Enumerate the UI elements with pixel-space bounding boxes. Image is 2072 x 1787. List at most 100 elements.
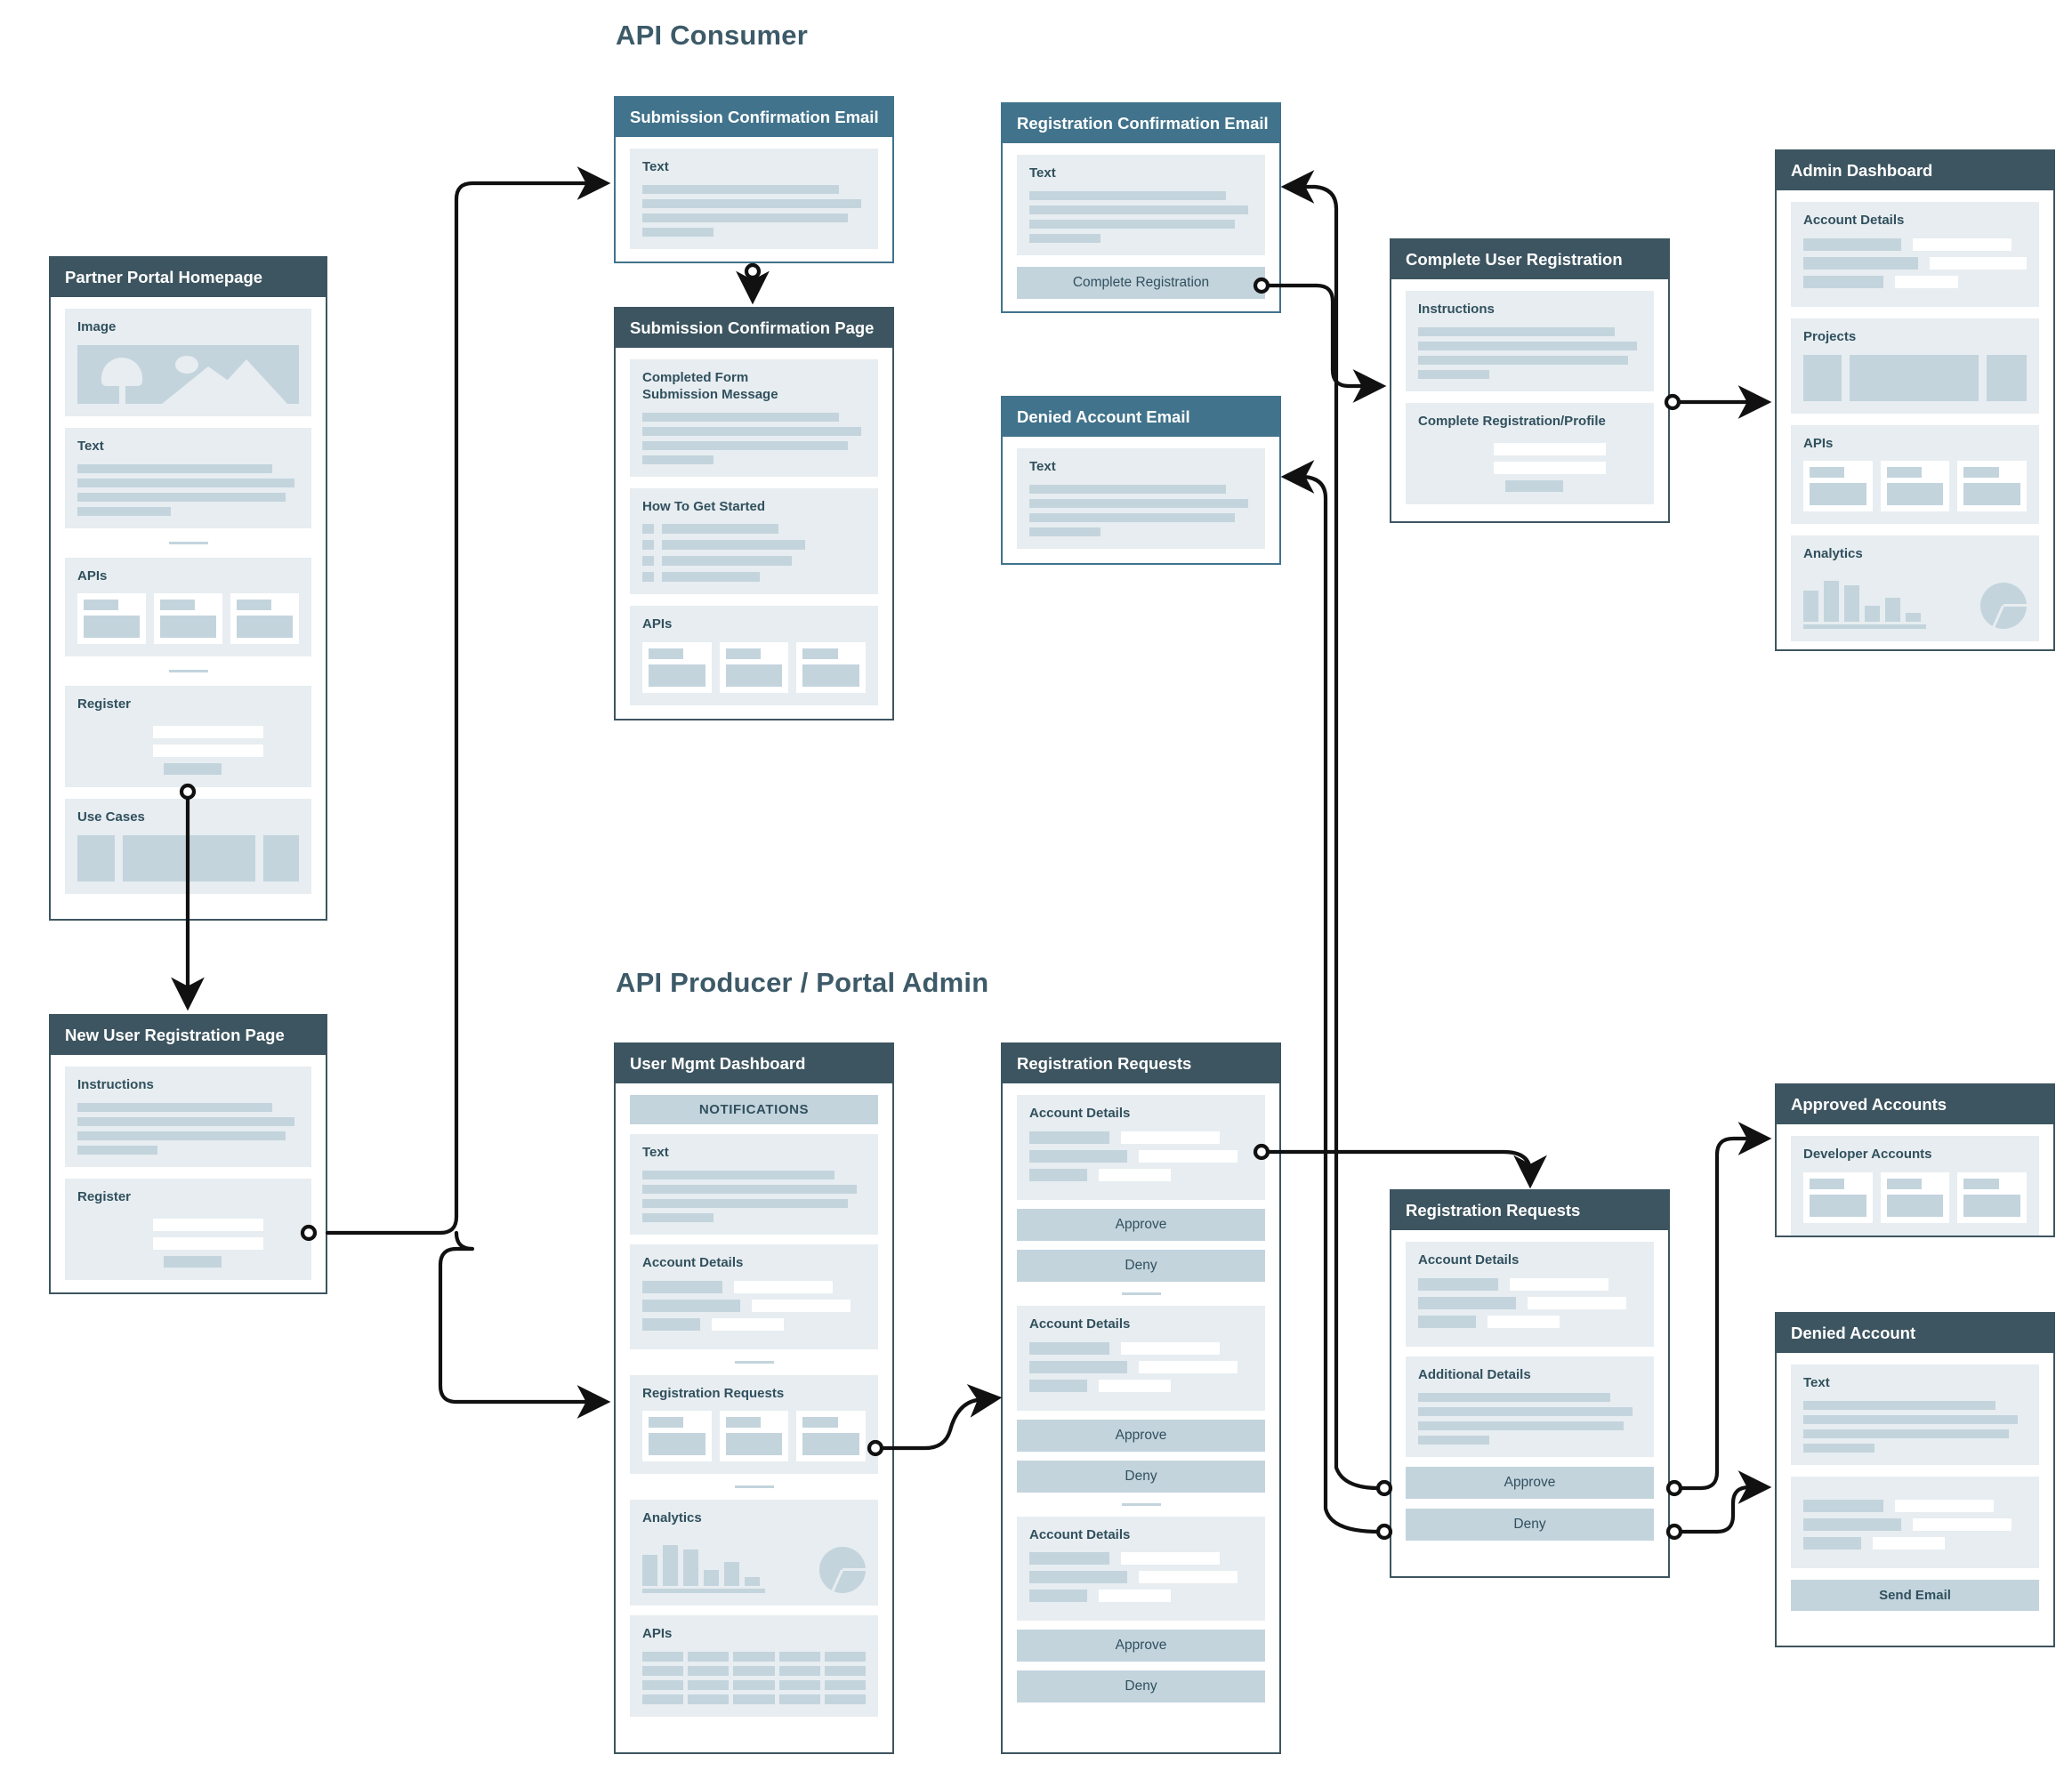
block-account-details: Account Details bbox=[1017, 1305, 1265, 1411]
register-submit-button[interactable] bbox=[164, 763, 222, 775]
text-lines bbox=[642, 1170, 866, 1222]
project-tile[interactable] bbox=[1849, 354, 1979, 401]
card-registration-requests-detail[interactable]: Registration Requests Account Details Ad… bbox=[1390, 1189, 1670, 1578]
api-tile[interactable] bbox=[1957, 461, 2028, 512]
send-email-button[interactable]: Send Email bbox=[1791, 1579, 2039, 1611]
card-approved-accounts[interactable]: Approved Accounts Developer Accounts bbox=[1775, 1083, 2055, 1237]
text-lines bbox=[77, 463, 299, 516]
developer-account-tile[interactable] bbox=[1803, 1171, 1873, 1223]
card-admin-dashboard[interactable]: Admin Dashboard Account Details Projects bbox=[1775, 149, 2055, 651]
step-list bbox=[642, 524, 866, 583]
profile-field[interactable] bbox=[1494, 461, 1606, 474]
card-registration-requests-list[interactable]: Registration Requests Account Details Ap… bbox=[1001, 1042, 1281, 1754]
card-denied-account[interactable]: Denied Account Text Send Email bbox=[1775, 1312, 2055, 1647]
text-lines bbox=[642, 412, 866, 464]
api-tile[interactable] bbox=[77, 593, 146, 645]
analytics-charts bbox=[642, 1536, 866, 1593]
card-registration-confirmation-email[interactable]: Registration Confirmation Email Text Com… bbox=[1001, 102, 1281, 313]
request-tile[interactable] bbox=[642, 1411, 712, 1462]
card-submission-confirmation-email[interactable]: Submission Confirmation Email Text bbox=[614, 96, 894, 263]
card-submission-confirmation-page[interactable]: Submission Confirmation Page Completed F… bbox=[614, 307, 894, 720]
deny-button[interactable]: Deny bbox=[1406, 1508, 1654, 1541]
api-tile[interactable] bbox=[642, 642, 712, 693]
block-registration-requests: Registration Requests bbox=[630, 1374, 878, 1475]
card-complete-user-registration[interactable]: Complete User Registration Instructions … bbox=[1390, 238, 1670, 523]
text-lines bbox=[1029, 484, 1253, 536]
approve-button[interactable]: Approve bbox=[1017, 1208, 1265, 1241]
profile-field[interactable] bbox=[1494, 442, 1606, 455]
deny-button[interactable]: Deny bbox=[1017, 1249, 1265, 1282]
block-account-fields bbox=[1791, 1476, 2039, 1568]
block-instructions: Instructions bbox=[65, 1067, 311, 1167]
block-additional-details: Additional Details bbox=[1406, 1356, 1654, 1457]
card-user-mgmt-dashboard[interactable]: User Mgmt Dashboard NOTIFICATIONS Text A… bbox=[614, 1042, 894, 1754]
port-detail-approve-right bbox=[1665, 1479, 1683, 1497]
notifications-banner[interactable]: NOTIFICATIONS bbox=[630, 1095, 878, 1124]
register-field[interactable] bbox=[152, 726, 264, 738]
profile-form[interactable] bbox=[1418, 439, 1641, 492]
project-tile[interactable] bbox=[1986, 354, 2027, 401]
divider bbox=[734, 1360, 774, 1364]
block-apis: APIs bbox=[1791, 424, 2039, 525]
api-tile[interactable] bbox=[796, 642, 867, 693]
port-detail-deny-left bbox=[1375, 1523, 1393, 1541]
use-case-tile[interactable] bbox=[123, 834, 256, 881]
card-denied-account-email[interactable]: Denied Account Email Text bbox=[1001, 396, 1281, 565]
developer-account-tile[interactable] bbox=[1880, 1171, 1950, 1223]
card-partner-portal-homepage[interactable]: Partner Portal Homepage Image Text APIs bbox=[49, 256, 327, 921]
account-detail-rows bbox=[1029, 1341, 1253, 1392]
use-case-tiles bbox=[77, 834, 299, 881]
block-image: Image bbox=[65, 309, 311, 416]
register-field[interactable] bbox=[152, 745, 264, 757]
register-submit-button[interactable] bbox=[164, 1255, 222, 1268]
api-tiles bbox=[1803, 461, 2028, 512]
account-detail-rows bbox=[1803, 1499, 2027, 1550]
api-tile[interactable] bbox=[719, 642, 789, 693]
project-tile[interactable] bbox=[1803, 354, 1842, 401]
deny-button[interactable]: Deny bbox=[1017, 1460, 1265, 1493]
card-title: Partner Portal Homepage bbox=[51, 258, 326, 297]
api-tile[interactable] bbox=[1803, 461, 1873, 512]
block-register: Register bbox=[65, 686, 311, 787]
block-analytics: Analytics bbox=[630, 1500, 878, 1606]
block-text: Text bbox=[630, 1134, 878, 1235]
register-form[interactable] bbox=[77, 1215, 299, 1268]
api-tile[interactable] bbox=[230, 593, 299, 645]
developer-account-tile[interactable] bbox=[1957, 1171, 2028, 1223]
project-tiles bbox=[1803, 354, 2027, 401]
api-tile[interactable] bbox=[1880, 461, 1950, 512]
deny-button[interactable]: Deny bbox=[1017, 1670, 1265, 1703]
approve-button[interactable]: Approve bbox=[1017, 1419, 1265, 1452]
block-text: Text bbox=[65, 427, 311, 528]
complete-registration-button[interactable]: Complete Registration bbox=[1017, 266, 1265, 299]
section-title-api-producer: API Producer / Portal Admin bbox=[616, 967, 989, 998]
port-submission-email bbox=[744, 262, 762, 280]
use-case-tile[interactable] bbox=[263, 834, 299, 881]
card-title: Approved Accounts bbox=[1777, 1085, 2053, 1124]
request-tiles bbox=[642, 1411, 867, 1462]
api-tile[interactable] bbox=[154, 593, 222, 645]
register-form[interactable] bbox=[77, 722, 299, 775]
profile-submit-button[interactable] bbox=[1504, 479, 1564, 492]
register-field[interactable] bbox=[152, 1236, 264, 1250]
request-tile[interactable] bbox=[796, 1411, 867, 1462]
use-case-tile[interactable] bbox=[77, 834, 116, 881]
card-title: Submission Confirmation Email bbox=[616, 98, 892, 137]
block-text: Text bbox=[1017, 155, 1265, 255]
approve-button[interactable]: Approve bbox=[1406, 1466, 1654, 1499]
text-lines bbox=[77, 1102, 299, 1155]
divider bbox=[168, 670, 208, 673]
card-title: Denied Account bbox=[1777, 1314, 2053, 1353]
request-tile[interactable] bbox=[719, 1411, 789, 1462]
wire-deny-to-denied-account-email bbox=[1280, 460, 1382, 1534]
card-new-user-registration-page[interactable]: New User Registration Page Instructions … bbox=[49, 1014, 327, 1294]
text-lines bbox=[1418, 1392, 1641, 1445]
approve-button[interactable]: Approve bbox=[1017, 1630, 1265, 1662]
register-field[interactable] bbox=[152, 1218, 264, 1231]
card-title: Denied Account Email bbox=[1003, 398, 1279, 437]
block-text: Text bbox=[630, 149, 878, 249]
divider bbox=[734, 1485, 774, 1489]
block-account-details: Account Details bbox=[1017, 1095, 1265, 1200]
block-apis: APIs bbox=[630, 606, 878, 705]
